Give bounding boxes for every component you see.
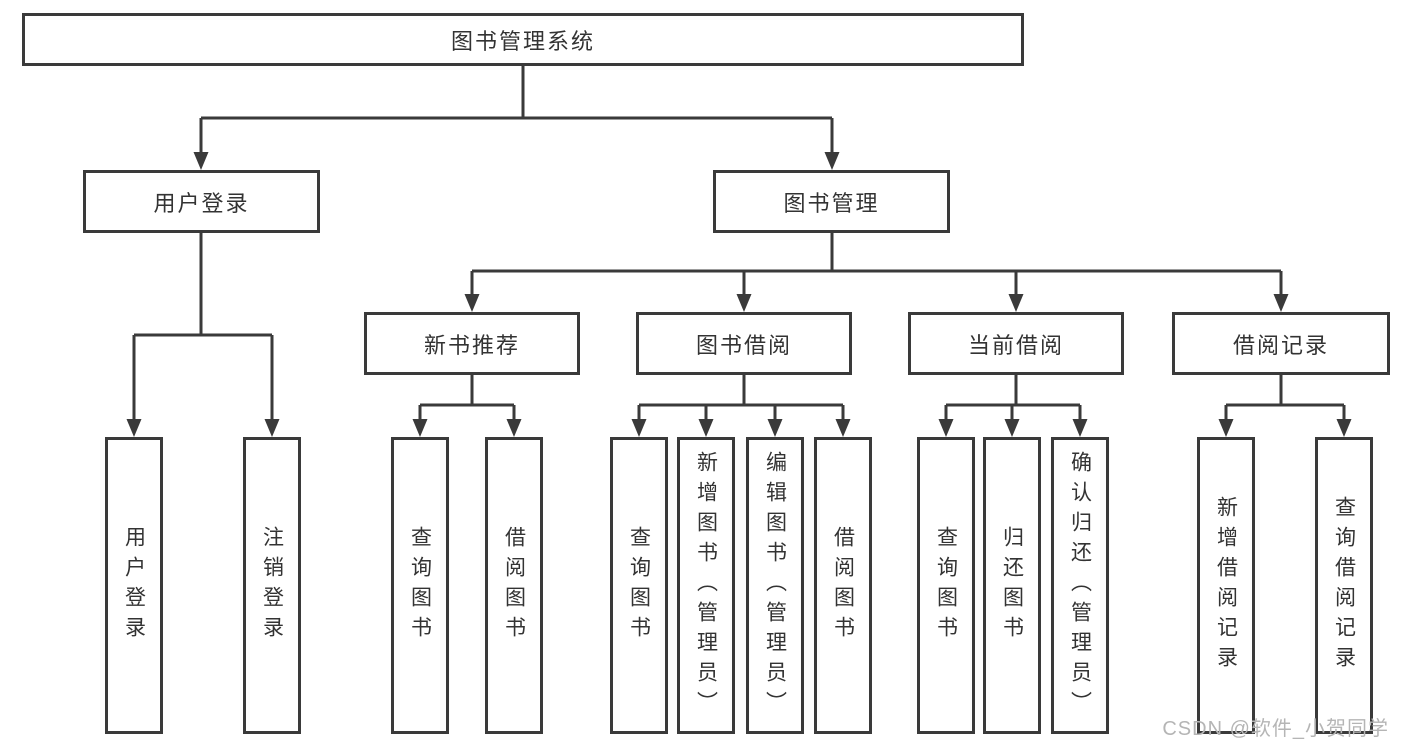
node-borrow-records: 借阅记录 bbox=[1172, 312, 1390, 375]
node-leaf-query-books-recommend: 查询图书 bbox=[391, 437, 449, 734]
node-label: 图书管理系统 bbox=[450, 28, 595, 54]
node-label: 新书推荐 bbox=[423, 332, 520, 358]
node-leaf-logout: 注销登录 bbox=[243, 437, 301, 734]
connector-level1 bbox=[199, 66, 834, 153]
node-library-management-system: 图书管理系统 bbox=[22, 13, 1024, 66]
node-label: 注销登录 bbox=[260, 525, 284, 646]
node-label: 借阅图书 bbox=[831, 525, 855, 646]
node-leaf-borrow-books: 借阅图书 bbox=[814, 437, 872, 734]
node-label: 借阅记录 bbox=[1232, 332, 1329, 358]
node-label: 编辑图书（管理员） bbox=[763, 450, 787, 721]
node-label: 确认归还（管理员） bbox=[1068, 450, 1092, 721]
node-label: 查询借阅记录 bbox=[1332, 495, 1356, 676]
node-leaf-borrow-books-recommend: 借阅图书 bbox=[485, 437, 543, 734]
node-leaf-add-borrow-record: 新增借阅记录 bbox=[1197, 437, 1255, 734]
node-leaf-edit-books-admin: 编辑图书（管理员） bbox=[746, 437, 804, 734]
node-label: 用户登录 bbox=[122, 525, 146, 646]
connector-book-management-children bbox=[470, 233, 1283, 296]
node-label: 新增图书（管理员） bbox=[694, 450, 718, 721]
node-label: 查询图书 bbox=[627, 525, 651, 646]
node-label: 当前借阅 bbox=[967, 332, 1064, 358]
arrowheads bbox=[126, 152, 1352, 437]
node-label: 归还图书 bbox=[1000, 525, 1024, 646]
connector-current-borrow-children bbox=[944, 375, 1082, 420]
node-label: 图书借阅 bbox=[695, 332, 792, 358]
node-label: 图书管理 bbox=[783, 190, 880, 216]
connector-book-borrow-children bbox=[637, 375, 845, 420]
node-leaf-add-books-admin: 新增图书（管理员） bbox=[677, 437, 735, 734]
node-leaf-query-borrow-record: 查询借阅记录 bbox=[1315, 437, 1373, 734]
node-user-login: 用户登录 bbox=[83, 170, 320, 233]
node-book-management: 图书管理 bbox=[713, 170, 950, 233]
node-leaf-query-books-borrow: 查询图书 bbox=[610, 437, 668, 734]
node-current-borrow: 当前借阅 bbox=[908, 312, 1124, 375]
node-leaf-user-login: 用户登录 bbox=[105, 437, 163, 734]
node-label: 用户登录 bbox=[153, 190, 250, 216]
node-leaf-query-books-current: 查询图书 bbox=[917, 437, 975, 734]
node-label: 查询图书 bbox=[934, 525, 958, 646]
connector-user-login-children bbox=[132, 233, 274, 420]
node-book-borrow: 图书借阅 bbox=[636, 312, 852, 375]
node-leaf-return-books: 归还图书 bbox=[983, 437, 1041, 734]
node-new-book-recommend: 新书推荐 bbox=[364, 312, 580, 375]
node-label: 新增借阅记录 bbox=[1214, 495, 1238, 676]
node-label: 查询图书 bbox=[408, 525, 432, 646]
connector-new-book-recommend-children bbox=[418, 375, 516, 420]
node-leaf-confirm-return-admin: 确认归还（管理员） bbox=[1051, 437, 1109, 734]
node-label: 借阅图书 bbox=[502, 525, 526, 646]
connector-borrow-records-children bbox=[1224, 375, 1346, 420]
watermark: CSDN @软件_小贺同学 bbox=[1162, 718, 1389, 740]
